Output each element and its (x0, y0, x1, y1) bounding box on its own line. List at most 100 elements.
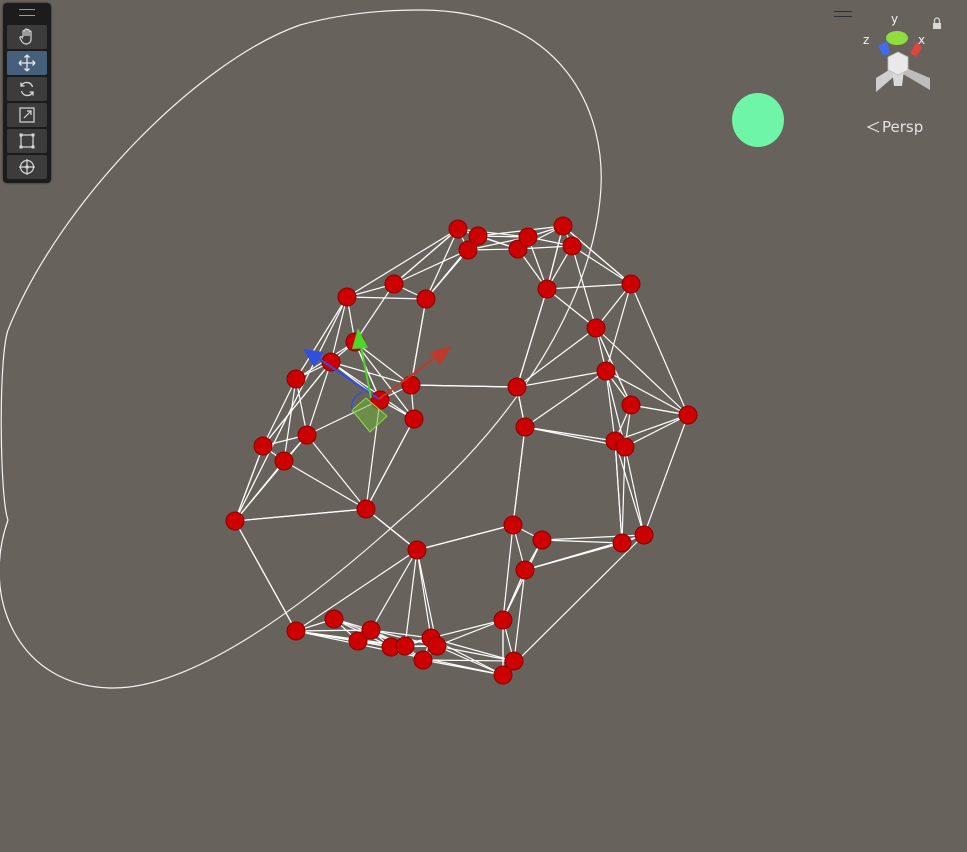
tool-palette (3, 3, 51, 183)
transform-tool-button[interactable] (7, 155, 47, 179)
rotate-tool-button[interactable] (7, 77, 47, 101)
hand-tool-button[interactable] (7, 25, 47, 49)
gizmo-x-cone[interactable] (910, 41, 922, 57)
mesh-vertex-point[interactable] (395, 636, 415, 656)
mesh-edge (467, 236, 529, 251)
mesh-edge (425, 249, 469, 300)
mesh-vertex-point[interactable] (515, 560, 535, 580)
mesh-vertex-point[interactable] (427, 636, 447, 656)
mesh-vertex-point[interactable] (532, 530, 552, 550)
move-handle-x-axis[interactable] (378, 356, 437, 400)
mesh-edge (624, 446, 645, 536)
mesh-edge (234, 445, 264, 522)
mesh-vertex-point[interactable] (621, 395, 641, 415)
gizmo-center-cube[interactable] (887, 51, 909, 76)
mesh-edge (262, 378, 297, 447)
mesh-edge (295, 549, 418, 632)
gizmo-neg-y-cone[interactable] (892, 70, 904, 86)
orientation-gizmo[interactable] (858, 8, 958, 108)
mesh-edge (513, 569, 526, 662)
mesh-edge (630, 404, 689, 416)
mesh-edge (234, 434, 308, 522)
mesh-edge (630, 283, 689, 416)
mesh-vertex-point[interactable] (384, 274, 404, 294)
mesh-vertex-point[interactable] (253, 436, 273, 456)
mesh-vertex-point[interactable] (634, 525, 654, 545)
mesh-vertex-point[interactable] (503, 515, 523, 535)
mesh-vertex-point[interactable] (274, 451, 294, 471)
move-handle-yz-plane[interactable] (350, 391, 363, 411)
mesh-edge (605, 370, 626, 448)
mesh-vertex-point[interactable] (515, 417, 535, 437)
gizmo-neg-z-cone[interactable] (899, 65, 930, 90)
lock-icon[interactable] (933, 23, 941, 29)
move-handle[interactable] (303, 328, 452, 433)
mesh-vertex-point[interactable] (448, 219, 468, 239)
mesh-vertex-point[interactable] (615, 437, 635, 457)
mesh-vertex-point[interactable] (404, 409, 424, 429)
mesh-edge (502, 534, 645, 676)
move-handle-x-arrow[interactable] (430, 346, 452, 365)
move-tool-button[interactable] (7, 51, 47, 75)
mesh-vertex-point[interactable] (493, 665, 513, 685)
projection-toggle[interactable]: Persp (866, 118, 923, 136)
mesh-vertex-point[interactable] (596, 361, 616, 381)
mesh-vertex-point[interactable] (361, 620, 381, 640)
mesh-edge (330, 361, 415, 420)
mesh-vertex-point[interactable] (504, 651, 524, 671)
mesh-vertex-point[interactable] (537, 279, 557, 299)
mesh-edge (605, 370, 689, 416)
mesh-edge (546, 283, 632, 290)
mesh-vertex-point[interactable] (337, 287, 357, 307)
mesh-vertex-point[interactable] (586, 318, 606, 338)
mesh-edge (643, 414, 689, 536)
mesh-vertex-point[interactable] (518, 227, 538, 247)
mesh-vertex-point[interactable] (553, 216, 573, 236)
mesh-vertex-point[interactable] (621, 274, 641, 294)
mesh-vertex-point[interactable] (678, 405, 698, 425)
move-handle-xz-plane[interactable] (351, 397, 388, 433)
gizmo-x-label: x (918, 33, 926, 47)
move-arrows-icon (18, 54, 36, 72)
mesh-vertex-point[interactable] (356, 499, 376, 519)
mesh-vertex-point[interactable] (401, 375, 421, 395)
toolbar-grip-icon[interactable] (19, 9, 35, 16)
mesh-vertex-point[interactable] (286, 369, 306, 389)
mesh-edge (404, 549, 418, 647)
mesh-vertex-point[interactable] (286, 621, 306, 641)
mesh-vertices (225, 216, 698, 685)
mesh-vertex-point[interactable] (507, 377, 527, 397)
mesh-vertex-point[interactable] (413, 650, 433, 670)
gizmo-grip-icon[interactable] (834, 11, 852, 17)
mesh-edge (354, 341, 412, 386)
mesh-edge (295, 296, 348, 380)
mesh-vertex-point[interactable] (321, 352, 341, 372)
gizmo-z-cone[interactable] (878, 41, 890, 55)
rect-tool-button[interactable] (7, 129, 47, 153)
mesh-vertex-point[interactable] (416, 289, 436, 309)
mesh-edge (262, 361, 332, 447)
mesh-vertex-point[interactable] (468, 226, 488, 246)
mesh-edge (546, 225, 564, 290)
scale-tool-button[interactable] (7, 103, 47, 127)
mesh-vertex-point[interactable] (225, 511, 245, 531)
mesh-vertex-point[interactable] (324, 609, 344, 629)
mesh-edge (516, 288, 548, 388)
gizmo-y-cone[interactable] (886, 31, 908, 45)
mesh-vertex-point[interactable] (407, 540, 427, 560)
move-handle-z-axis[interactable] (317, 357, 380, 400)
mesh-edge (295, 629, 372, 632)
move-handle-y-axis[interactable] (360, 345, 372, 399)
mesh-vertex-point[interactable] (458, 240, 478, 260)
move-handle-z-arrow[interactable] (303, 349, 324, 367)
mesh-vertex-point[interactable] (348, 631, 368, 651)
green-sphere-object[interactable] (732, 93, 784, 147)
mesh-edge (283, 460, 367, 510)
mesh-vertex-point[interactable] (612, 533, 632, 553)
mesh-vertex-point[interactable] (297, 425, 317, 445)
mesh-vertex-point[interactable] (562, 236, 582, 256)
mesh-vertex-point[interactable] (493, 610, 513, 630)
move-handle-y-arrow[interactable] (352, 328, 368, 349)
